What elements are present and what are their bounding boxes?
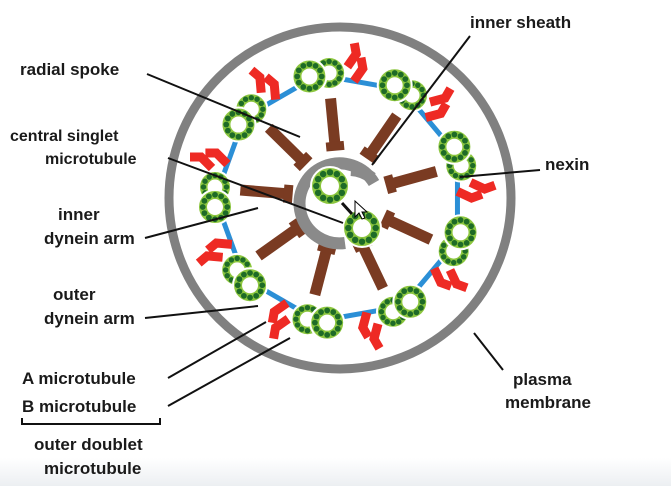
label-inner-sheath: inner sheath xyxy=(470,13,571,32)
inner-dynein-arm xyxy=(205,238,233,254)
a-microtubule xyxy=(309,304,346,341)
a-microtubule xyxy=(436,128,473,165)
label-a-microtubule: A microtubule xyxy=(22,369,136,388)
leader-nexin xyxy=(459,169,541,178)
outer-dynein-arm xyxy=(269,315,291,340)
central-singlet-upper xyxy=(310,166,350,206)
outer-doublet xyxy=(197,170,233,225)
mouse-cursor-icon xyxy=(354,199,369,220)
a-microtubule xyxy=(442,214,479,251)
outer-dynein-arm xyxy=(195,251,224,267)
outer-dynein-arm xyxy=(445,268,469,293)
outer-dynein-arm xyxy=(468,178,497,194)
outer-dynein-arm xyxy=(248,66,266,94)
radial-spoke xyxy=(309,241,337,297)
label-outer-doublet-line1: outer doublet xyxy=(34,435,143,454)
a-microtubule xyxy=(232,267,269,304)
inner-dynein-arm xyxy=(350,56,368,84)
a-microtubule xyxy=(291,58,328,95)
leader-lines xyxy=(144,35,541,407)
label-radial-spoke: radial spoke xyxy=(20,60,119,79)
inner-dynein-arm xyxy=(455,187,484,203)
outer-dynein-arm xyxy=(369,322,384,351)
outer-doublet xyxy=(220,92,269,143)
inner-dynein-arm xyxy=(357,311,373,340)
leader-plasma-membrane xyxy=(473,332,504,371)
label-outer-dynein-line1: outer xyxy=(53,285,96,304)
inner-sheath-segment xyxy=(350,164,376,183)
outer-doublet xyxy=(375,283,429,329)
radial-spoke xyxy=(383,166,438,195)
label-outer-dynein-line2: dynein arm xyxy=(44,309,135,328)
label-plasma-line2: membrane xyxy=(505,393,591,412)
label-b-microtubule: B microtubule xyxy=(22,397,136,416)
leader-central-singlet xyxy=(167,157,344,224)
outer-doublet xyxy=(290,302,346,341)
radial-spoke xyxy=(379,209,434,245)
central-bridge xyxy=(340,201,354,216)
outer-doublet xyxy=(436,214,479,269)
outer-doublet xyxy=(436,128,479,183)
a-microtubule xyxy=(392,283,429,320)
label-outer-doublet-line2: microtubule xyxy=(44,459,141,478)
label-central-singlet-line1: central singlet xyxy=(10,128,119,145)
label-nexin: nexin xyxy=(545,155,589,174)
outer-doublet xyxy=(291,55,347,95)
label-plasma-line1: plasma xyxy=(513,370,572,389)
radial-spoke xyxy=(264,123,313,172)
radial-spoke xyxy=(359,112,402,165)
leader-b-microtubule xyxy=(167,337,291,407)
outer-doublets xyxy=(197,55,479,341)
outer-doublet-bracket xyxy=(21,418,161,425)
leader-a-microtubule xyxy=(167,321,267,379)
a-microtubule xyxy=(376,67,413,104)
label-central-singlet-line2: microtubule xyxy=(45,151,137,168)
a-microtubule xyxy=(197,189,233,225)
dynein-arms xyxy=(190,42,497,351)
leader-outer-dynein xyxy=(144,305,259,319)
radial-spoke xyxy=(255,218,307,261)
inner-dynein-arm xyxy=(205,148,231,168)
inner-dynein-arm xyxy=(430,266,453,291)
outer-doublet xyxy=(220,252,269,304)
leader-inner-dynein xyxy=(144,207,259,239)
inner-dynein-arm xyxy=(262,73,281,100)
leader-inner-sheath xyxy=(371,35,471,166)
inner-dynein-arm xyxy=(267,299,290,324)
page-footer-band xyxy=(0,458,671,486)
label-inner-dynein-line2: dynein arm xyxy=(44,229,135,248)
leader-radial-spoke xyxy=(146,73,301,138)
radial-spoke xyxy=(239,184,294,204)
central-pair xyxy=(310,166,382,248)
label-inner-dynein-line1: inner xyxy=(58,205,100,224)
radial-spoke xyxy=(325,97,345,152)
inner-dynein-arm xyxy=(424,101,451,122)
outer-dynein-arm xyxy=(428,86,455,107)
outer-dynein-arm xyxy=(343,42,361,70)
outer-dynein-arm xyxy=(190,152,216,172)
